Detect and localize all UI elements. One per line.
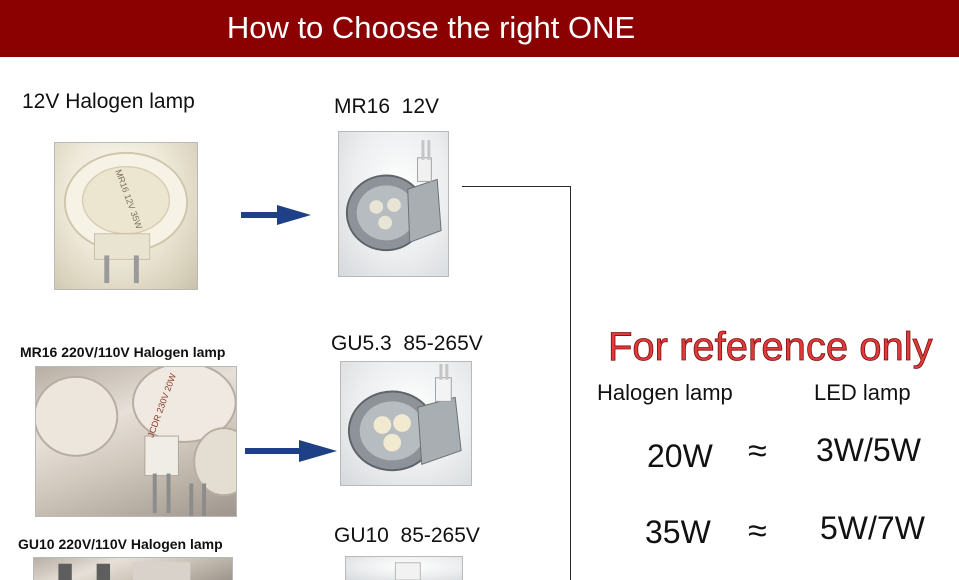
halogen-label-gu10: GU10 220V/110V Halogen lamp: [18, 536, 223, 552]
arrow-right-icon: [245, 438, 337, 469]
approx-symbol: ≈: [748, 512, 767, 550]
halogen-mr16-220v-photo: JCDR 230V 20W: [35, 366, 237, 517]
header-bar: How to Choose the right ONE: [0, 0, 959, 57]
approx-symbol: ≈: [748, 432, 767, 470]
page-title: How to Choose the right ONE: [226, 10, 636, 45]
arrow-right-icon: [241, 203, 311, 232]
reference-col-halogen: Halogen lamp: [597, 380, 733, 405]
reference-halogen-watt: 35W: [645, 514, 711, 550]
led-label-gu10: GU10 85-265V: [334, 524, 480, 547]
connector-line-vertical: [570, 186, 571, 580]
halogen-label-mr16: MR16 220V/110V Halogen lamp: [20, 344, 226, 360]
halogen-label-12v: 12V Halogen lamp: [22, 90, 195, 113]
led-label-gu53: GU5.3 85-265V: [331, 332, 483, 355]
led-label-mr16: MR16 12V: [334, 95, 440, 118]
led-gu10-photo: [345, 556, 463, 580]
reference-led-watt: 3W/5W: [816, 432, 921, 468]
led-mr16-photo: [338, 131, 449, 277]
reference-halogen-watt: 20W: [647, 438, 713, 474]
halogen-gu10-photo: [33, 557, 233, 580]
connector-line-horizontal: [462, 186, 571, 187]
reference-title: For reference only: [608, 325, 933, 370]
reference-led-watt: 5W/7W: [820, 510, 925, 546]
halogen-12v-photo: MR16 12V 35W: [54, 142, 198, 290]
led-gu53-photo: [340, 361, 472, 486]
reference-col-led: LED lamp: [814, 380, 911, 405]
